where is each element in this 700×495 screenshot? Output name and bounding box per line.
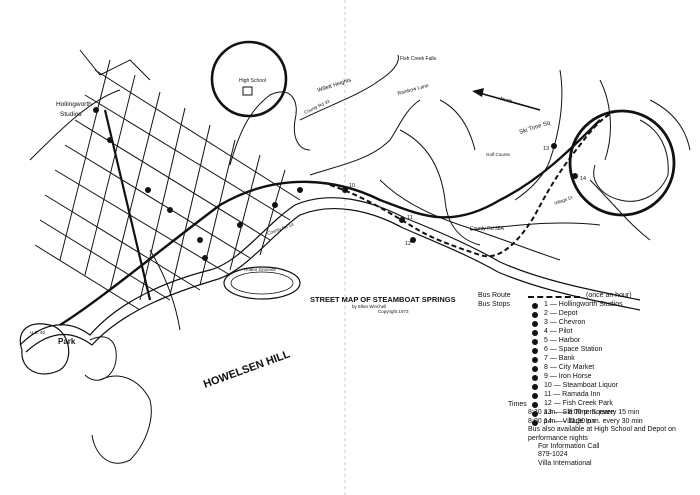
legend-stop-row: 9 — Iron Horse <box>478 373 693 382</box>
info-phone: 879-1024 <box>538 451 568 459</box>
legend-stop: 10 — Steamboat Liquor <box>544 382 618 390</box>
times-line: Bus also available at High School and De… <box>528 426 676 434</box>
bus-stop-dot-icon <box>532 401 538 408</box>
legend-stop-row: 3 — Chevron <box>478 319 693 328</box>
high-school-building-icon <box>242 86 253 96</box>
label-rainbow-lane: Rainbow Lane <box>397 83 430 97</box>
label-howelsen-hill: HOWELSEN HILL <box>202 348 292 391</box>
label-ski-time-sq: Ski Time Sq <box>519 120 551 136</box>
legend-stop-row: 13 — Ski Time Square <box>478 409 693 418</box>
legend-stop: 3 — Chevron <box>544 319 586 327</box>
label-north: North <box>499 96 513 105</box>
map-copyright: Copyright 1973 <box>378 309 409 314</box>
legend-route-note: (once an hour) <box>586 292 632 300</box>
north-roads <box>229 54 691 261</box>
stop-label-13: 13 <box>543 146 549 152</box>
legend-stop: 2 — Depot <box>544 310 578 318</box>
bus-route-swatch <box>528 295 580 298</box>
stop-label-14: 14 <box>580 176 586 182</box>
times-line: 8:00 p.m. — 11:30 p.m. every 30 min <box>528 417 643 425</box>
legend-stop: 1 — Hollingworth Studios <box>544 301 623 309</box>
bus-stop-dot-icon <box>532 320 538 327</box>
legend-stop-row: 11 — Ramada Inn <box>478 391 693 400</box>
label-studios: Studios <box>60 111 82 118</box>
label-county-rd-14: County Rd 14 <box>267 222 295 236</box>
legend-stop: 8 — City Market <box>544 364 595 372</box>
river <box>19 197 641 375</box>
legend-stop-row: 7 — Bank <box>478 355 693 364</box>
bus-stop-dot-icon <box>532 419 538 426</box>
label-county-rd-38a: County Rd 38A <box>470 226 505 232</box>
high-school-circle <box>210 40 288 118</box>
bus-stop-dot-icon <box>532 311 538 318</box>
bus-stop-dot-icon <box>532 374 538 381</box>
legend-stop-row: 2 — Depot <box>478 310 693 319</box>
legend-stop-row: 10 — Steamboat Liquor <box>478 382 693 391</box>
bus-legend: Bus Route (once an hour) Bus Stops 1 — Ho… <box>478 292 693 427</box>
legend-stop: 9 — Iron Horse <box>544 373 592 381</box>
stop-label-10: 10 <box>349 183 355 189</box>
map-title: STREET MAP OF STEAMBOAT SPRINGS <box>310 295 456 304</box>
label-fish-creek-falls: Fish Creek Falls <box>400 56 437 62</box>
legend-stop-row: 5 — Harbor <box>478 337 693 346</box>
howelsen-area <box>84 249 181 464</box>
bus-stop-dot-icon <box>532 365 538 372</box>
label-golf-course: Golf Course <box>486 152 511 157</box>
legend-stop-row: 14 — Village Inn <box>478 418 693 427</box>
rodeo-grounds-inner <box>230 271 294 295</box>
north-arrow-icon <box>472 88 541 111</box>
label-us-40: U.S. 40 <box>30 330 46 335</box>
village-inn-circle <box>568 109 676 217</box>
info-line: For Information Call <box>538 443 600 451</box>
stop-label-12: 12 <box>405 241 411 247</box>
bus-stop-dot-icon <box>532 347 538 354</box>
legend-stops-label: Bus Stops <box>478 301 510 309</box>
bus-stop-dot-icon <box>532 338 538 345</box>
legend-stop: 5 — Harbor <box>544 337 581 345</box>
legend-stop-row: Bus Stops 1 — Hollingworth Studios <box>478 301 693 310</box>
legend-stop: 12 — Fish Creek Park <box>544 400 613 408</box>
map-author: by Ellen Winchell <box>352 304 387 309</box>
label-high-school: High School <box>239 78 266 84</box>
legend-stop: 6 — Space Station <box>544 346 603 354</box>
legend-route-row: Bus Route (once an hour) <box>478 292 693 301</box>
legend-stop: 4 — Pilot <box>544 328 573 336</box>
bus-stop-dot-icon <box>532 392 538 399</box>
legend-stop-row: 4 — Pilot <box>478 328 693 337</box>
highway-us40 <box>59 119 601 327</box>
bus-stop-dot-icon <box>532 302 538 309</box>
legend-stop: 7 — Bank <box>544 355 575 363</box>
label-rodeo-grounds: Rodeo Grounds <box>244 267 277 272</box>
bus-stop-dot-icon <box>532 383 538 390</box>
legend-stop-row: 8 — City Market <box>478 364 693 373</box>
map-title-block: STREET MAP OF STEAMBOAT SPRINGS by Ellen… <box>310 295 460 314</box>
label-hollingworth: Hollingworth <box>56 101 92 108</box>
info-company: Villa International <box>538 459 592 467</box>
times-line: performance nights <box>528 434 588 442</box>
label-willett-heights: Willett Heights <box>317 77 353 94</box>
bus-route <box>329 109 619 258</box>
times-heading: Times <box>508 401 527 408</box>
legend-stop: 11 — Ramada Inn <box>544 391 601 399</box>
label-village-dr: Village Dr <box>554 194 574 206</box>
times-line: 8:30 a.m. — 8:00 p.m. every 15 min <box>528 409 640 417</box>
legend-stop-row: 12 — Fish Creek Park <box>478 400 693 409</box>
legend-stop: 13 — Ski Time Square <box>544 409 615 417</box>
stop-number-labels: 10 11 12 13 14 <box>349 146 586 247</box>
legend-stop-row: 6 — Space Station <box>478 346 693 355</box>
bus-stop-dot-icon <box>532 329 538 336</box>
legend-route-label: Bus Route <box>478 292 511 300</box>
stop-label-11: 11 <box>407 215 413 221</box>
schedule-times: Times 8:30 a.m. — 8:00 p.m. every 15 min… <box>508 401 698 468</box>
bus-stop-dot-icon <box>532 356 538 363</box>
bus-stop-markers <box>93 107 578 261</box>
bus-stop-dot-icon <box>532 410 538 417</box>
rodeo-grounds-track <box>223 266 301 300</box>
legend-stop: 14 — Village Inn <box>544 418 596 426</box>
label-park: Park <box>58 337 76 346</box>
